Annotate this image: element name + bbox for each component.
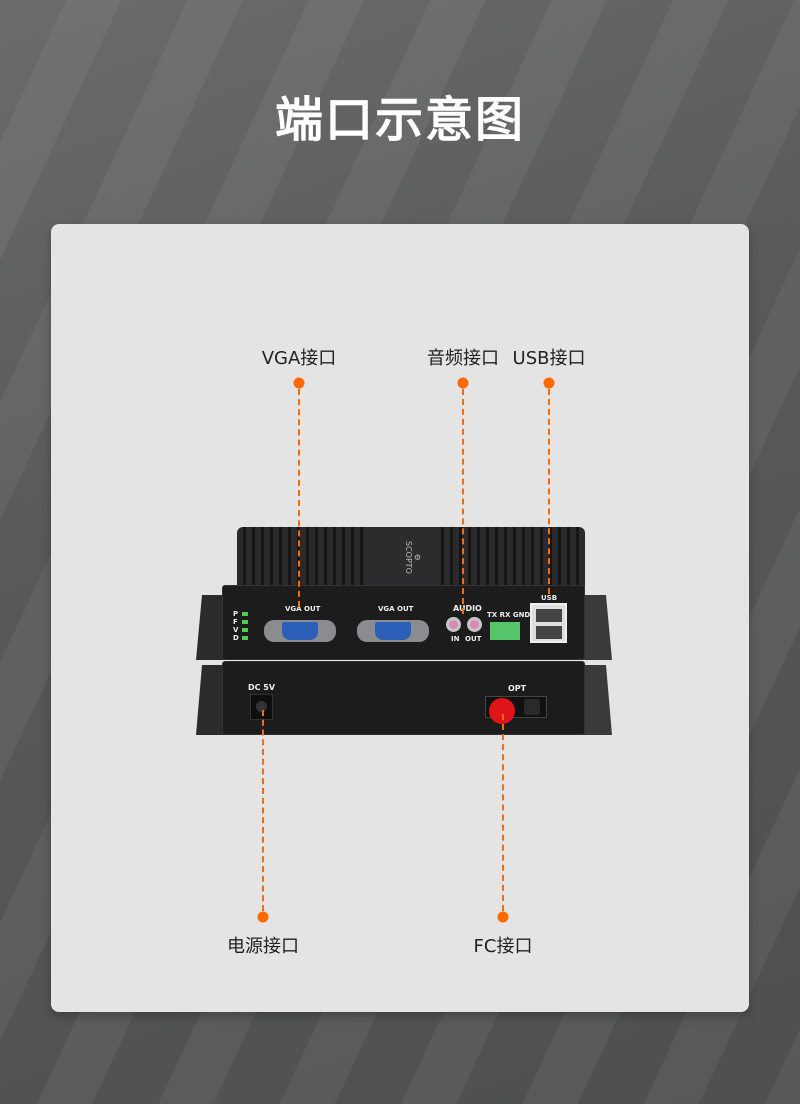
- dc-power-jack: [250, 694, 273, 720]
- callout-power: 电源接口: [227, 936, 299, 957]
- callout-line: [462, 389, 464, 614]
- callout-dot: [257, 911, 269, 923]
- usb-ports: [530, 603, 567, 643]
- audio-in-label: IN: [451, 635, 460, 643]
- optical-port-cover: [524, 699, 540, 715]
- callout-line: [262, 710, 264, 911]
- audio-label: AUDIO: [453, 604, 482, 613]
- vga-port: [264, 620, 336, 642]
- callout-dot: [293, 377, 305, 389]
- callout-usb: USB接口: [512, 348, 586, 369]
- led-indicator: [242, 636, 248, 640]
- callout-line: [548, 389, 550, 594]
- brand-logo: ⚙ SCOPTO: [404, 540, 422, 574]
- callout-dot: [457, 377, 469, 389]
- page-title: 端口示意图: [274, 92, 525, 148]
- led-indicator: [242, 628, 248, 632]
- led-indicator: [242, 612, 248, 616]
- callout-audio: 音频接口: [427, 348, 499, 369]
- vga-port: [357, 620, 429, 642]
- data-terminal-label: TX RX GND: [487, 611, 531, 619]
- callout-vga: VGA接口: [261, 348, 337, 369]
- callout-dot: [543, 377, 555, 389]
- flange: [582, 665, 612, 735]
- audio-out-label: OUT: [465, 635, 482, 643]
- flange: [196, 665, 226, 735]
- callout-fc: FC接口: [473, 936, 533, 957]
- callout-dot: [497, 911, 509, 923]
- dc-label: DC 5V: [248, 683, 276, 692]
- heatsink-top: [365, 527, 440, 587]
- data-terminal-block: [490, 622, 520, 640]
- audio-out-jack: [467, 617, 482, 632]
- callout-line: [502, 714, 504, 911]
- callout-line: [298, 389, 300, 607]
- led-indicator: [242, 620, 248, 624]
- opt-label: OPT: [508, 684, 527, 693]
- vga-out-label: VGA OUT: [285, 605, 321, 613]
- usb-label: USB: [541, 594, 558, 602]
- audio-in-jack: [446, 617, 461, 632]
- vga-out-label: VGA OUT: [378, 605, 414, 613]
